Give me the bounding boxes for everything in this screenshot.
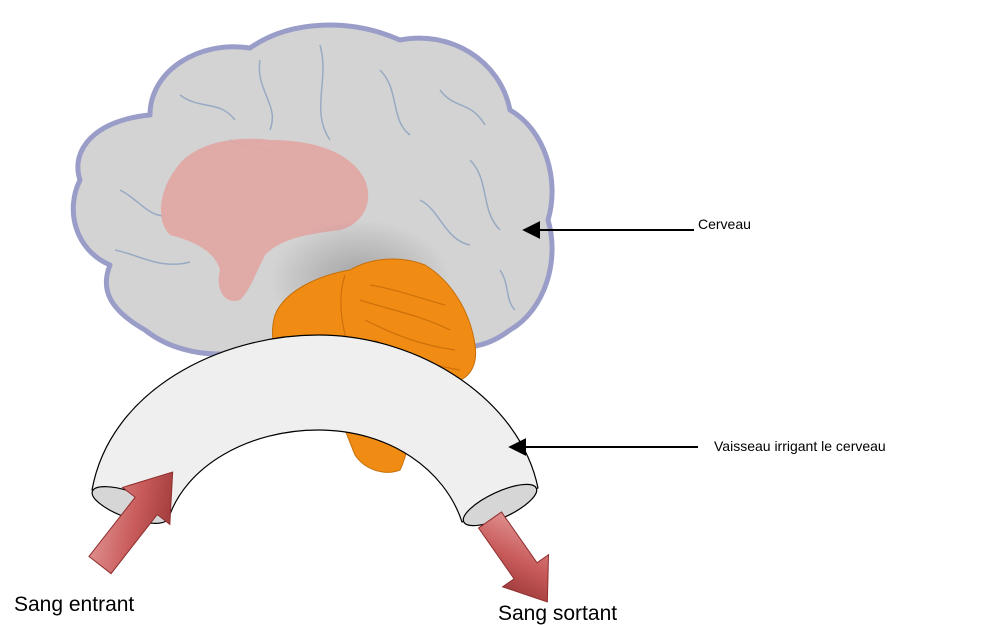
brain-label: Cerveau bbox=[698, 216, 751, 232]
blood-out-label: Sang sortant bbox=[498, 602, 617, 625]
vessel-label: Vaisseau irrigant le cerveau bbox=[714, 438, 886, 454]
blood-in-label: Sang entrant bbox=[14, 593, 134, 616]
